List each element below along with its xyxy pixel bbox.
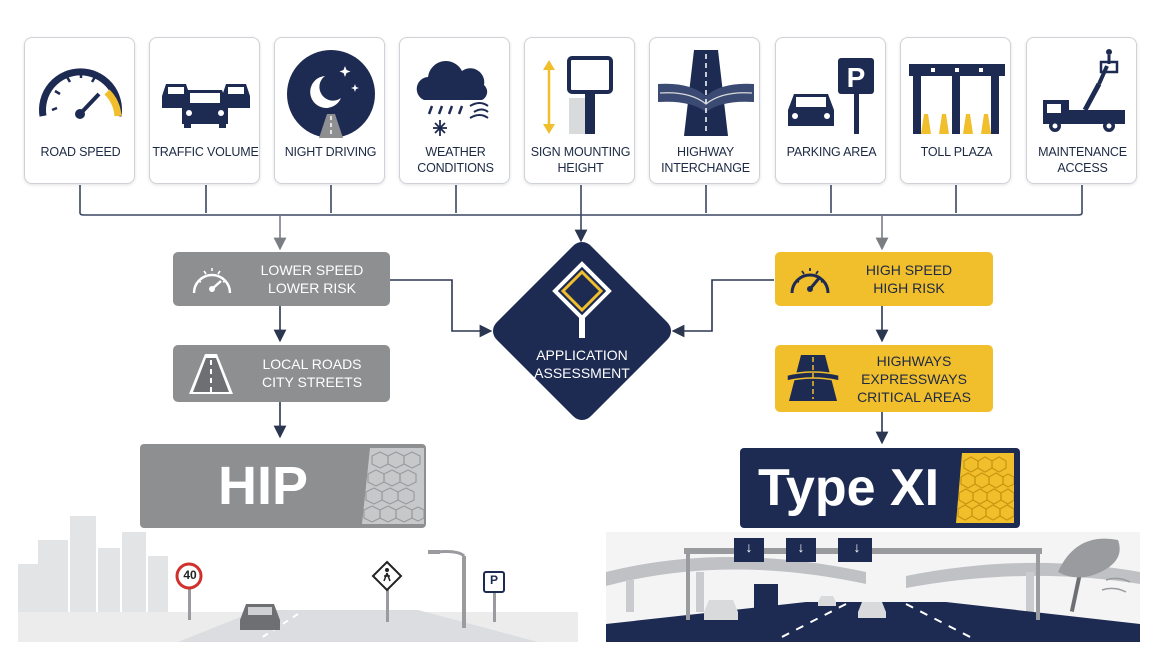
- maintenance-truck-icon: [1043, 49, 1125, 132]
- highway-icon: [787, 355, 839, 401]
- lower-risk-box: LOWER SPEED LOWER RISK: [173, 252, 390, 306]
- factor-card-maintenance-access: MAINTENANCE ACCESS: [1026, 37, 1137, 184]
- pedestrian-sign: [371, 560, 403, 622]
- factor-card-traffic-volume: TRAFFIC VOLUME: [149, 37, 260, 184]
- factor-card-parking-area: P PARKING AREA: [775, 37, 886, 184]
- hip-product-title: HIP: [218, 456, 309, 516]
- factor-label: NIGHT DRIVING: [284, 145, 377, 159]
- type-xi-product-title: Type XI: [758, 459, 940, 517]
- type-xi-product-box: Type XI: [740, 448, 1020, 528]
- vehicles: [704, 584, 886, 620]
- factor-label: SIGN MOUNTING HEIGHT: [530, 145, 631, 175]
- factor-label: HIGHWAY INTERCHANGE: [661, 145, 750, 175]
- parking-icon: P: [788, 58, 874, 134]
- parking-sign-small: [483, 571, 505, 622]
- factor-label: WEATHER CONDITIONS: [417, 145, 494, 175]
- svg-text:P: P: [847, 62, 866, 93]
- road-icon: [189, 354, 233, 394]
- factor-card-highway-interchange: HIGHWAY INTERCHANGE: [649, 37, 760, 184]
- hip-sheeting-swatch: [362, 448, 424, 524]
- type-xi-sheeting-swatch: [956, 453, 1014, 523]
- street-lamp: [428, 550, 466, 628]
- gantry-arrow: ↓: [853, 539, 861, 555]
- weather-cloud-icon: [416, 61, 489, 136]
- parking-sign-letter: P: [489, 573, 498, 587]
- toll-plaza-icon: [909, 64, 1005, 134]
- factor-label: TOLL PLAZA: [920, 145, 993, 159]
- highway-scene: [606, 532, 1140, 642]
- factor-label: TRAFFIC VOLUME: [152, 145, 259, 159]
- gantry-signs: [734, 538, 872, 562]
- speed-limit-value: 40: [183, 568, 197, 582]
- factor-card-road-speed: ROAD SPEED: [24, 37, 135, 184]
- speedometer-icon: [39, 68, 122, 119]
- local-roads-text: LOCAL ROADS CITY STREETS: [261, 356, 363, 390]
- highways-box: HIGHWAYS EXPRESSWAYS CRITICAL AREAS: [775, 345, 993, 412]
- gantry-arrow: ↓: [797, 539, 805, 555]
- warning-sign-icon: [552, 261, 612, 338]
- application-assessment-label: APPLICATION ASSESSMENT: [534, 347, 630, 381]
- high-risk-box: HIGH SPEED HIGH RISK: [775, 252, 993, 306]
- speed-limit-sign: [175, 562, 203, 620]
- traffic-cars-icon: [162, 84, 250, 128]
- highways-text: HIGHWAYS EXPRESSWAYS CRITICAL AREAS: [857, 353, 971, 405]
- gantry-arrow: ↓: [745, 539, 753, 555]
- factor-card-sign-mounting-height: SIGN MOUNTING HEIGHT: [524, 37, 635, 184]
- factor-label: MAINTENANCE ACCESS: [1038, 145, 1127, 175]
- speedometer-icon: [790, 268, 830, 294]
- factor-card-weather-conditions: WEATHER CONDITIONS: [399, 37, 510, 184]
- lower-risk-text: LOWER SPEED LOWER RISK: [260, 262, 364, 296]
- sign-height-icon: [543, 56, 613, 134]
- night-moon-icon: [287, 50, 375, 138]
- factor-label: ROAD SPEED: [40, 145, 121, 159]
- factor-card-night-driving: NIGHT DRIVING: [274, 37, 385, 184]
- car-icon: [240, 604, 280, 630]
- local-roads-box: LOCAL ROADS CITY STREETS: [173, 345, 390, 402]
- factor-label: PARKING AREA: [786, 145, 877, 159]
- high-risk-text: HIGH SPEED HIGH RISK: [865, 262, 953, 296]
- wind-tree: [1058, 538, 1131, 612]
- application-assessment-diamond: [493, 242, 671, 420]
- hip-product-box: HIP: [140, 444, 426, 528]
- factor-card-toll-plaza: TOLL PLAZA: [900, 37, 1011, 184]
- speedometer-icon: [192, 268, 232, 294]
- interchange-icon: [658, 50, 754, 136]
- city-street-scene: [18, 516, 578, 642]
